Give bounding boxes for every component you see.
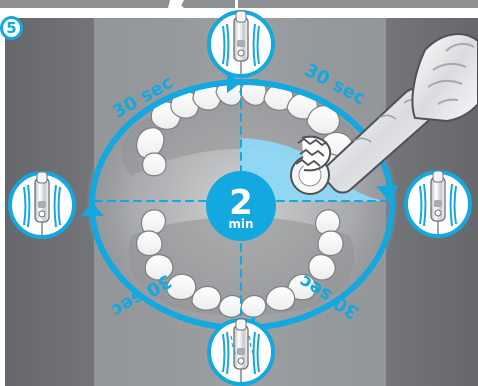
total-time-number: 2 — [229, 188, 253, 219]
toothbrush-indicator-right — [406, 171, 470, 236]
step-number-badge: 5 — [0, 16, 23, 40]
total-time-unit: min — [228, 218, 253, 230]
toothbrush-indicator-bottom — [209, 319, 273, 384]
toothbrush-indicator-left — [10, 172, 74, 237]
total-time-badge: 2 min — [206, 171, 276, 241]
toothbrush-indicator-top — [209, 11, 273, 76]
